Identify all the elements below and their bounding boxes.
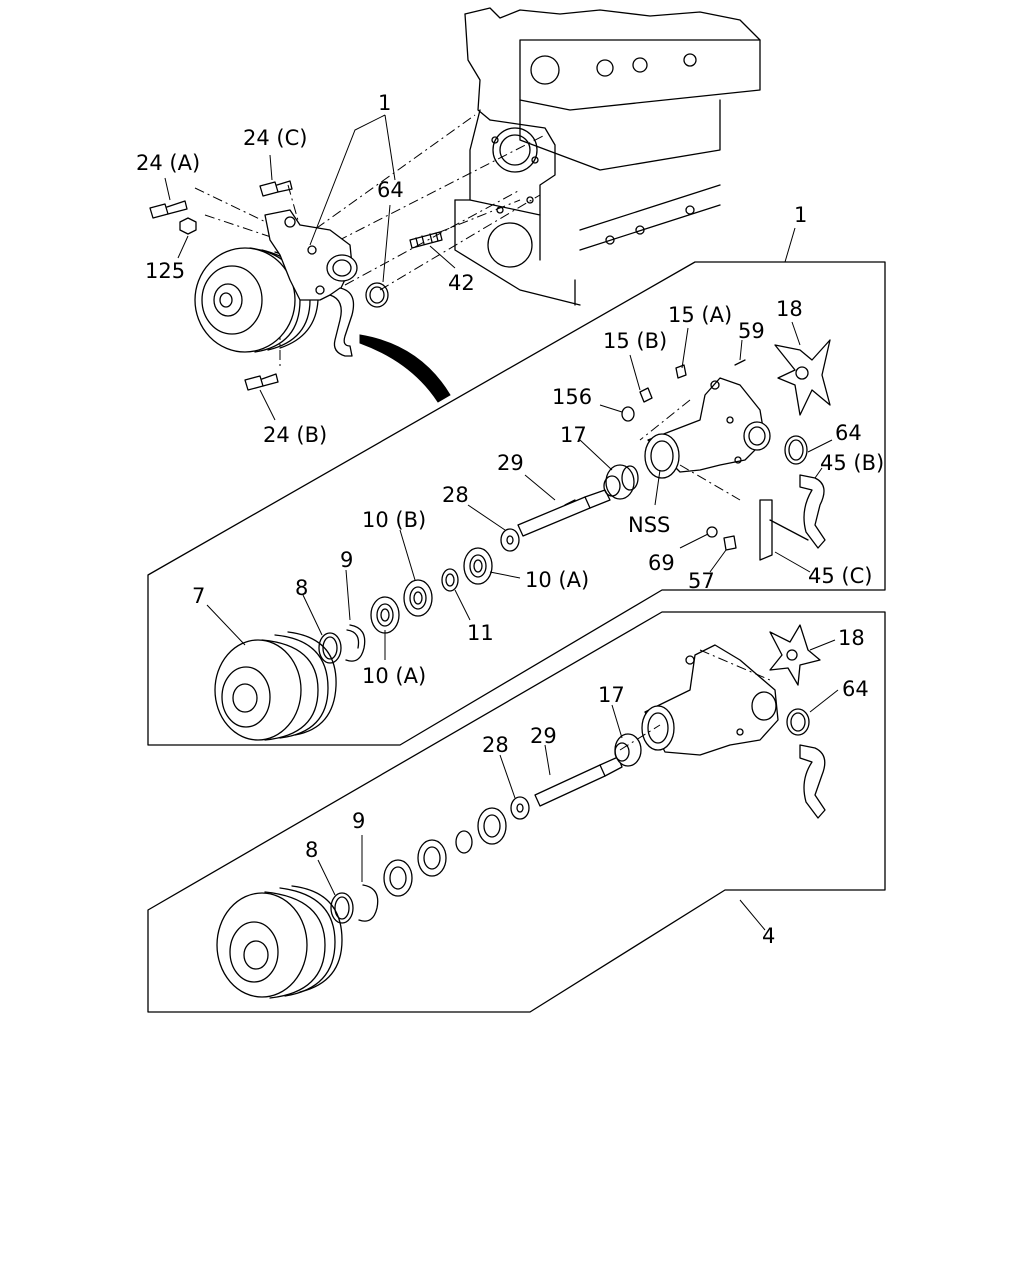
- label-part-28-low: 28: [482, 733, 509, 757]
- label-asm1-right: 1: [794, 203, 807, 227]
- label-part-29-mid: 29: [497, 451, 524, 475]
- label-bolt-24b: 24 (B): [263, 423, 327, 447]
- label-part-9-low: 9: [352, 809, 365, 833]
- label-part-8-mid: 8: [295, 576, 308, 600]
- label-part-57: 57: [688, 569, 715, 593]
- label-part-28-mid: 28: [442, 483, 469, 507]
- label-part-9-mid: 9: [340, 548, 353, 572]
- label-part-18-low: 18: [838, 626, 865, 650]
- label-part-10a-bottom: 10 (A): [362, 664, 426, 688]
- label-part-59: 59: [738, 319, 765, 343]
- label-part-7: 7: [192, 584, 205, 608]
- label-part-45b: 45 (B): [820, 451, 884, 475]
- water-pump-assembly-top: [149, 114, 546, 421]
- label-part-45c: 45 (C): [808, 564, 872, 588]
- label-part-156: 156: [552, 385, 592, 409]
- label-part-17-low: 17: [598, 683, 625, 707]
- label-part-10b: 10 (B): [362, 508, 426, 532]
- label-bolt-24a: 24 (A): [136, 151, 200, 175]
- label-oring-64-top: 64: [377, 178, 404, 202]
- label-asm1-top: 1: [378, 91, 391, 115]
- part-labels: 1 24 (A) 24 (C) 64 125 42 24 (B) 1 18 15…: [136, 91, 884, 948]
- label-bolt-24c: 24 (C): [243, 126, 307, 150]
- engine-block: [454, 7, 761, 306]
- label-part-8-low: 8: [305, 838, 318, 862]
- assembly-4-panel: [147, 611, 886, 1013]
- label-asm4: 4: [762, 924, 775, 948]
- label-part-11: 11: [467, 621, 494, 645]
- label-part-15b: 15 (B): [603, 329, 667, 353]
- label-part-18-top: 18: [776, 297, 803, 321]
- label-part-64-low: 64: [842, 677, 869, 701]
- label-part-29-low: 29: [530, 724, 557, 748]
- label-part-17-mid: 17: [560, 423, 587, 447]
- label-part-10a-right: 10 (A): [525, 568, 589, 592]
- label-part-69: 69: [648, 551, 675, 575]
- assembly-1-panel: [147, 227, 886, 746]
- label-part-64-mid: 64: [835, 421, 862, 445]
- label-part-15a: 15 (A): [668, 303, 732, 327]
- label-nut-125: 125: [145, 259, 185, 283]
- label-stud-42: 42: [448, 271, 475, 295]
- label-part-nss: NSS: [628, 513, 670, 537]
